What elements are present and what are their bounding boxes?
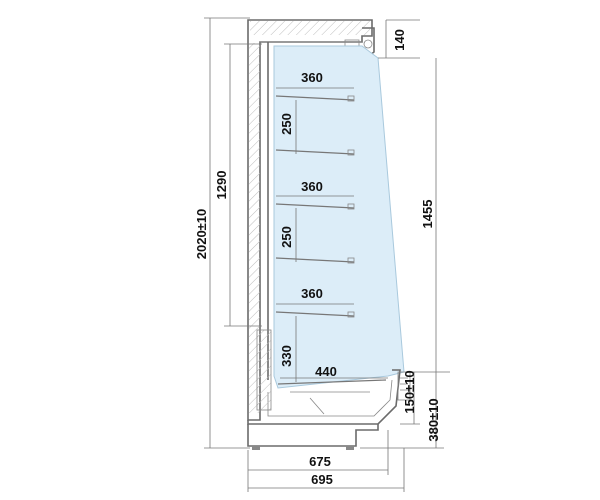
shelves: [275, 95, 387, 385]
top-canopy-hatch: [250, 21, 370, 35]
shelf-depth-label-3: 360: [301, 286, 323, 301]
lower-height-label: 380±10: [426, 398, 441, 441]
shelf-spacing-label-2: 250: [279, 226, 294, 248]
cabinet-body: [247, 19, 411, 450]
evaporator-hatch: [256, 329, 272, 411]
base-depth-label: 440: [315, 364, 337, 379]
top-height-label: 140: [392, 29, 407, 51]
shelf-2: [275, 149, 355, 156]
shelf-spacing-label-1: 250: [279, 113, 294, 135]
back-insulation-hatch: [249, 43, 260, 413]
shelf-1-front-clip: [347, 95, 355, 102]
shelf-5: [275, 311, 355, 318]
right-dimensions: [360, 19, 450, 449]
shelf-3-line: [275, 203, 355, 209]
shelf-1-line: [275, 95, 355, 101]
shelf-1: [275, 95, 355, 102]
shelf-spacing-label-3: 330: [279, 345, 294, 367]
overall-height-label: 2020±10: [194, 209, 209, 260]
canopy-light-fixture: [344, 39, 360, 47]
shelf-depth-label-1: 360: [301, 70, 323, 85]
display-height-label: 1455: [420, 200, 435, 229]
shelf-2-front-clip: [347, 149, 355, 156]
inner-width-label: 675: [309, 454, 331, 469]
foot-left: [252, 446, 260, 450]
canopy-light-icon: [363, 39, 373, 49]
plinth: [247, 424, 379, 447]
shelf-4: [275, 257, 355, 264]
foot-right: [346, 446, 354, 450]
shelf-3-front-clip: [347, 203, 355, 210]
front-grille: [397, 371, 411, 401]
display-glass-area: [273, 45, 405, 389]
shelf-3: [275, 203, 355, 210]
interior-height-label: 1290: [214, 171, 229, 200]
base-height-label: 150±10: [402, 370, 417, 413]
shelf-5-line: [275, 311, 355, 317]
base-tub-outline: [247, 369, 401, 425]
left-dimensions: [204, 17, 262, 449]
base-shelf-line: [277, 379, 387, 385]
shelf-depth-label-2: 360: [301, 179, 323, 194]
shelf-5-front-clip: [347, 311, 355, 318]
drain-line: [309, 397, 325, 415]
shelf-4-line: [275, 257, 355, 263]
shelf-4-front-clip: [347, 257, 355, 264]
base-shelf: [277, 379, 387, 385]
outer-width-label: 695: [311, 472, 333, 487]
shelf-2-line: [275, 149, 355, 155]
internal-dimensions: [276, 87, 388, 382]
bottom-dimensions: [247, 430, 405, 492]
